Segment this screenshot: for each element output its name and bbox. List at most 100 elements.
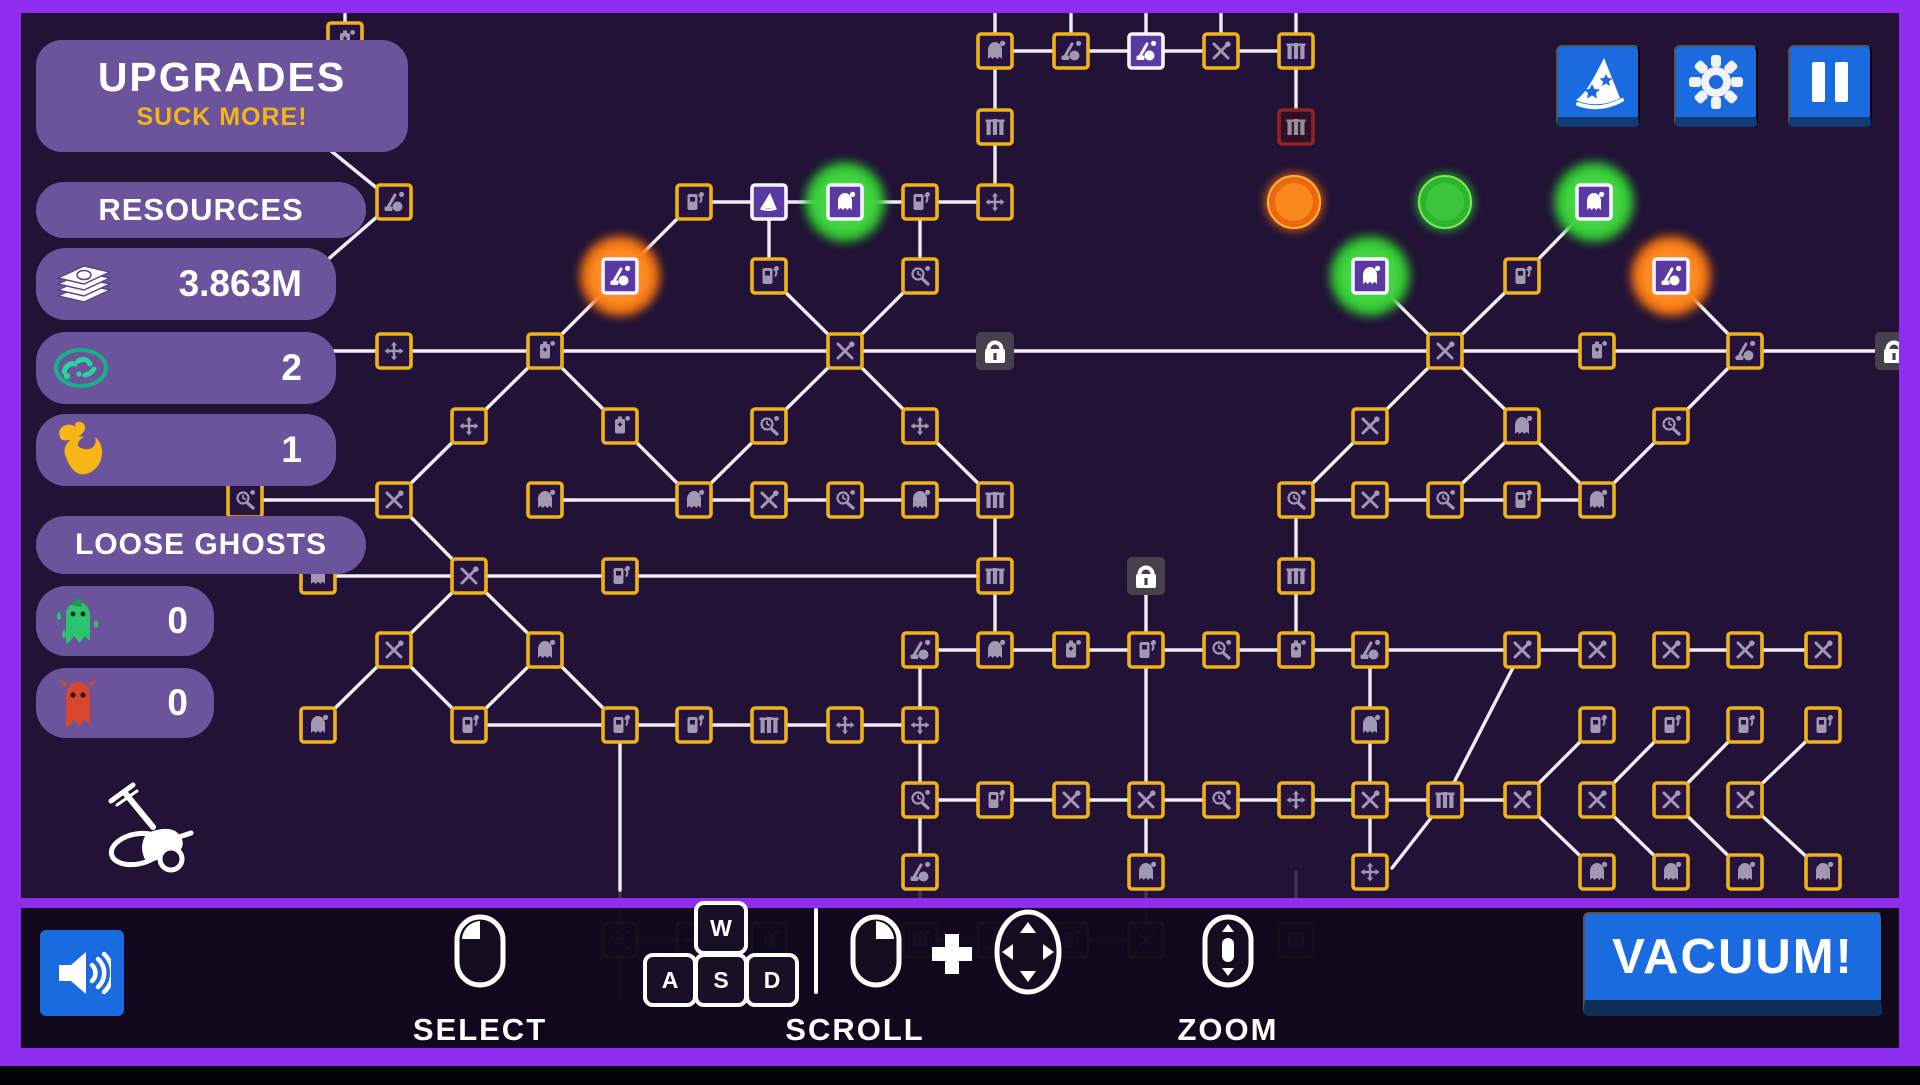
upgrade-node[interactable] [1127, 631, 1165, 669]
upgrade-node[interactable] [1652, 706, 1690, 744]
purchased-node[interactable] [826, 183, 864, 221]
upgrade-node[interactable] [976, 631, 1014, 669]
upgrade-node[interactable] [1578, 481, 1616, 519]
upgrade-node[interactable] [750, 407, 788, 445]
upgrade-node[interactable] [1052, 781, 1090, 819]
purchased-node[interactable] [1351, 257, 1389, 295]
purchased-node[interactable] [1652, 257, 1690, 295]
upgrade-node[interactable] [526, 481, 564, 519]
upgrade-node[interactable] [901, 706, 939, 744]
upgrade-node[interactable] [1578, 706, 1616, 744]
upgrade-node[interactable] [375, 481, 413, 519]
upgrade-node[interactable] [1503, 407, 1541, 445]
upgrade-node[interactable] [1277, 557, 1315, 595]
upgrade-node[interactable] [901, 853, 939, 891]
upgrade-node[interactable] [1426, 481, 1464, 519]
upgrade-node[interactable] [1351, 706, 1389, 744]
upgrade-node[interactable] [901, 781, 939, 819]
red-node[interactable] [1277, 108, 1315, 146]
upgrade-node[interactable] [1202, 631, 1240, 669]
purchased-node[interactable] [601, 257, 639, 295]
upgrade-node[interactable] [375, 631, 413, 669]
upgrade-node[interactable] [826, 706, 864, 744]
upgrade-node[interactable] [1351, 631, 1389, 669]
upgrade-node[interactable] [1277, 481, 1315, 519]
upgrade-node[interactable] [226, 481, 264, 519]
upgrade-node[interactable] [1578, 631, 1616, 669]
upgrade-node[interactable] [1426, 332, 1464, 370]
upgrade-node[interactable] [1052, 32, 1090, 70]
upgrade-node[interactable] [1127, 781, 1165, 819]
upgrade-node[interactable] [1804, 706, 1842, 744]
upgrade-node[interactable] [1426, 781, 1464, 819]
settings-button[interactable] [1674, 45, 1758, 127]
upgrade-node[interactable] [976, 108, 1014, 146]
upgrade-node[interactable] [601, 557, 639, 595]
locked-node[interactable] [976, 332, 1014, 370]
upgrade-node[interactable] [826, 332, 864, 370]
upgrade-node[interactable] [1351, 853, 1389, 891]
upgrade-node[interactable] [1726, 332, 1764, 370]
upgrade-node[interactable] [1578, 781, 1616, 819]
vacuum-button[interactable]: VACUUM! [1583, 912, 1883, 1016]
locked-node[interactable] [1875, 332, 1913, 370]
upgrade-node[interactable] [976, 32, 1014, 70]
upgrade-node[interactable] [750, 706, 788, 744]
upgrade-node[interactable] [976, 183, 1014, 221]
upgrade-node[interactable] [1726, 781, 1764, 819]
upgrade-node[interactable] [750, 257, 788, 295]
upgrade-node[interactable] [299, 706, 337, 744]
key-w[interactable]: W [694, 901, 748, 955]
upgrade-node[interactable] [375, 332, 413, 370]
mute-button[interactable] [40, 930, 124, 1016]
upgrade-node[interactable] [675, 481, 713, 519]
upgrade-node[interactable] [1652, 407, 1690, 445]
key-s[interactable]: S [694, 953, 748, 1007]
upgrade-node[interactable] [1127, 853, 1165, 891]
upgrade-node[interactable] [450, 557, 488, 595]
purchased-node[interactable] [1127, 32, 1165, 70]
upgrade-node[interactable] [1503, 481, 1541, 519]
upgrade-node[interactable] [1277, 32, 1315, 70]
upgrade-node[interactable] [1202, 781, 1240, 819]
upgrade-node[interactable] [526, 332, 564, 370]
upgrade-node[interactable] [976, 557, 1014, 595]
purchased-node[interactable] [750, 183, 788, 221]
upgrade-node[interactable] [1726, 631, 1764, 669]
upgrade-node[interactable] [1052, 631, 1090, 669]
upgrade-node[interactable] [450, 407, 488, 445]
upgrade-node[interactable] [901, 257, 939, 295]
upgrade-node[interactable] [375, 183, 413, 221]
upgrade-node[interactable] [901, 481, 939, 519]
pause-button[interactable] [1788, 45, 1872, 127]
upgrade-node[interactable] [1578, 332, 1616, 370]
upgrade-node[interactable] [901, 407, 939, 445]
upgrade-node[interactable] [601, 407, 639, 445]
upgrade-node[interactable] [1726, 706, 1764, 744]
upgrade-node[interactable] [976, 481, 1014, 519]
wizard-hat-button[interactable] [1556, 45, 1640, 127]
upgrade-node[interactable] [1503, 257, 1541, 295]
upgrade-node[interactable] [1652, 781, 1690, 819]
upgrade-node[interactable] [1804, 631, 1842, 669]
upgrade-node[interactable] [1652, 853, 1690, 891]
upgrade-node[interactable] [675, 706, 713, 744]
upgrade-node[interactable] [1277, 631, 1315, 669]
upgrade-node[interactable] [1277, 781, 1315, 819]
upgrade-node[interactable] [976, 781, 1014, 819]
purchased-node[interactable] [1575, 183, 1613, 221]
upgrade-node[interactable] [601, 706, 639, 744]
upgrade-node[interactable] [450, 706, 488, 744]
key-a[interactable]: A [643, 953, 697, 1007]
upgrade-node[interactable] [1503, 631, 1541, 669]
upgrade-node[interactable] [1652, 631, 1690, 669]
upgrade-node[interactable] [826, 481, 864, 519]
upgrade-node[interactable] [675, 183, 713, 221]
key-d[interactable]: D [745, 953, 799, 1007]
upgrade-node[interactable] [901, 183, 939, 221]
upgrade-node[interactable] [1202, 32, 1240, 70]
upgrade-node[interactable] [1503, 781, 1541, 819]
upgrade-node[interactable] [1351, 781, 1389, 819]
upgrade-node[interactable] [901, 631, 939, 669]
